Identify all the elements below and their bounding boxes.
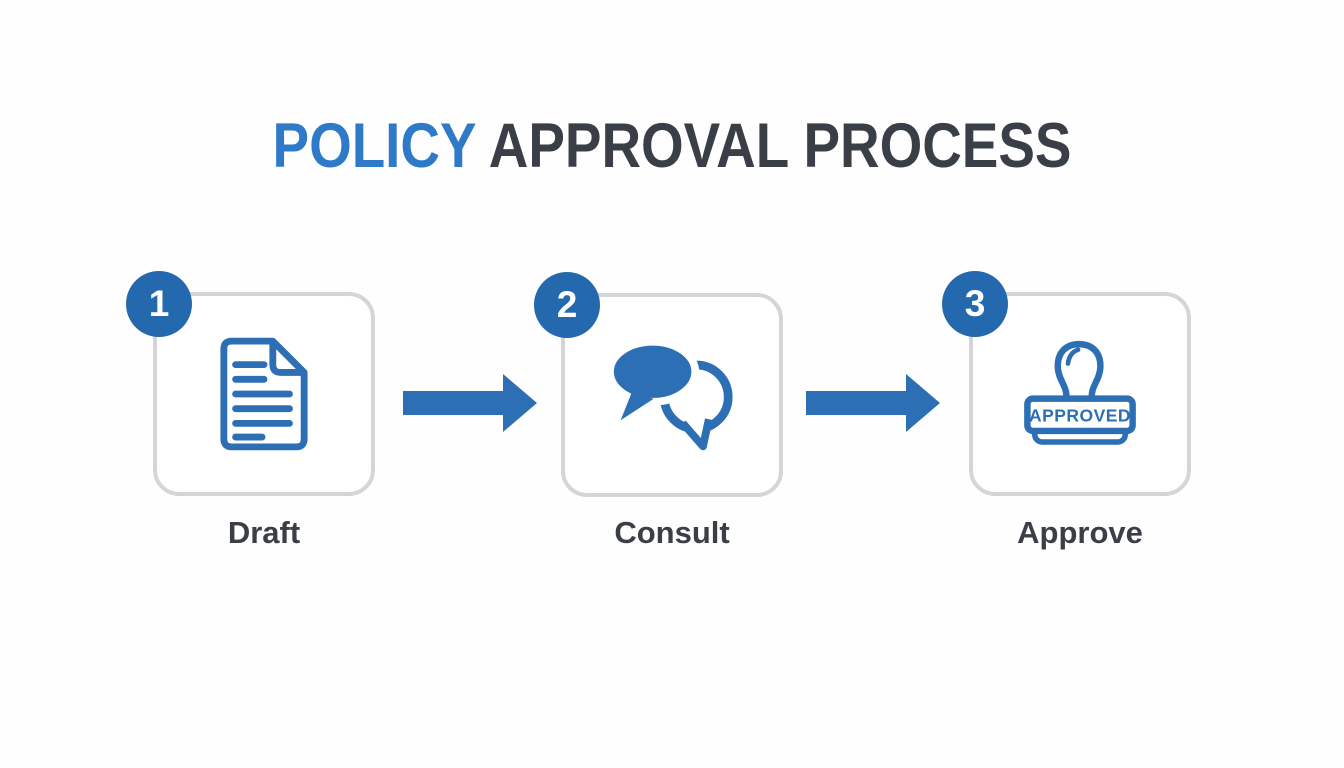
step-card-consult: 2	[534, 272, 783, 497]
step-number: 1	[148, 283, 170, 324]
step-label-consult: Consult	[614, 515, 730, 550]
step-card-draft: 1	[126, 271, 375, 496]
approved-stamp-icon: APPROVED	[973, 296, 1187, 492]
page-title: POLICY APPROVAL PROCESS	[87, 110, 1256, 182]
stamp-text: APPROVED	[1029, 406, 1131, 426]
step-number-badge: 3	[942, 271, 1008, 337]
page-title-rest: APPROVAL PROCESS	[475, 111, 1072, 181]
page-title-highlight: POLICY	[272, 111, 476, 181]
arrow-right-icon	[403, 374, 537, 432]
step-number-badge: 2	[534, 272, 600, 338]
step-number-badge: 1	[126, 271, 192, 337]
step-number: 2	[556, 284, 578, 325]
step-card-approve: 3 APPROVED	[942, 271, 1191, 496]
step-number: 3	[964, 283, 986, 324]
step-label-draft: Draft	[227, 515, 301, 550]
document-icon	[157, 296, 371, 492]
arrow-right-icon	[806, 374, 940, 432]
step-label-approve: Approve	[1017, 515, 1143, 550]
speech-bubbles-icon	[565, 297, 779, 493]
